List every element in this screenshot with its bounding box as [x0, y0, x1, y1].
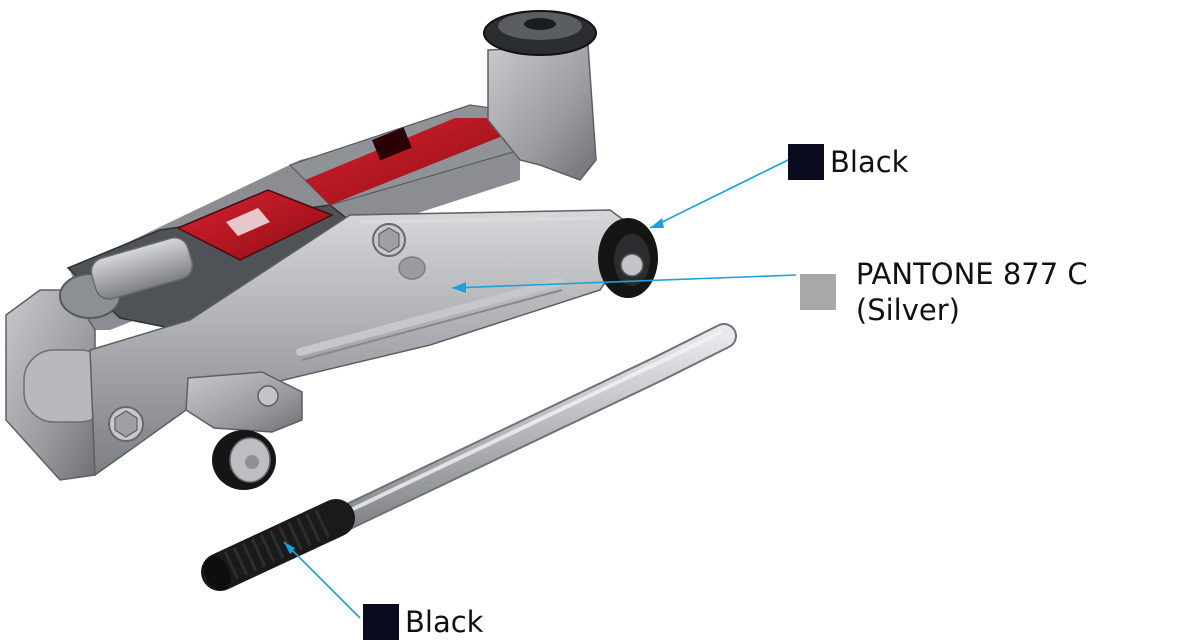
callout-label: PANTONE 877 C (Silver)	[855, 257, 1088, 327]
swatch-black	[788, 144, 824, 180]
callout-label: Black	[830, 145, 909, 179]
bolt-pivot	[372, 223, 406, 257]
callout-grip-color: Black	[363, 604, 483, 640]
arrowhead-wheel	[650, 218, 664, 228]
side-plate-emboss	[398, 256, 426, 280]
saddle-arm	[487, 44, 597, 181]
rear-caster-bracket	[185, 371, 303, 433]
arrowhead-grip	[284, 542, 295, 554]
leader-line-grip	[283, 541, 361, 619]
callout-label: Black	[405, 605, 484, 639]
brand-label-strip	[305, 118, 505, 205]
handle-highlight	[328, 330, 722, 522]
arrowhead-body	[452, 282, 466, 293]
handle-socket-tube	[90, 237, 194, 300]
rear-caster-wheel	[212, 430, 276, 490]
swatch-silver	[800, 274, 836, 310]
caster-bolt	[257, 385, 279, 407]
callout-wheel-color: Black	[788, 144, 908, 180]
side-plate-edge	[359, 216, 601, 224]
saddle-cup-center	[524, 18, 556, 30]
callout-body-color: PANTONE 877 C (Silver)	[800, 256, 1200, 328]
handle-grip-ridges	[223, 506, 337, 580]
side-plate-rib	[296, 278, 564, 356]
swatch-black	[363, 604, 399, 640]
front-wheel	[598, 218, 658, 298]
jack-handle	[201, 323, 737, 591]
capacity-plate-mark	[226, 208, 270, 236]
brand-label-badge	[372, 127, 412, 161]
floor-jack	[5, 10, 658, 490]
leader-line-wheel	[649, 159, 789, 229]
handle-grip-end	[203, 555, 231, 591]
handle-bar-shine	[305, 325, 735, 543]
side-plate-rib-shadow	[301, 289, 563, 361]
bolt-rear	[108, 406, 144, 442]
leader-line-body	[451, 274, 797, 289]
